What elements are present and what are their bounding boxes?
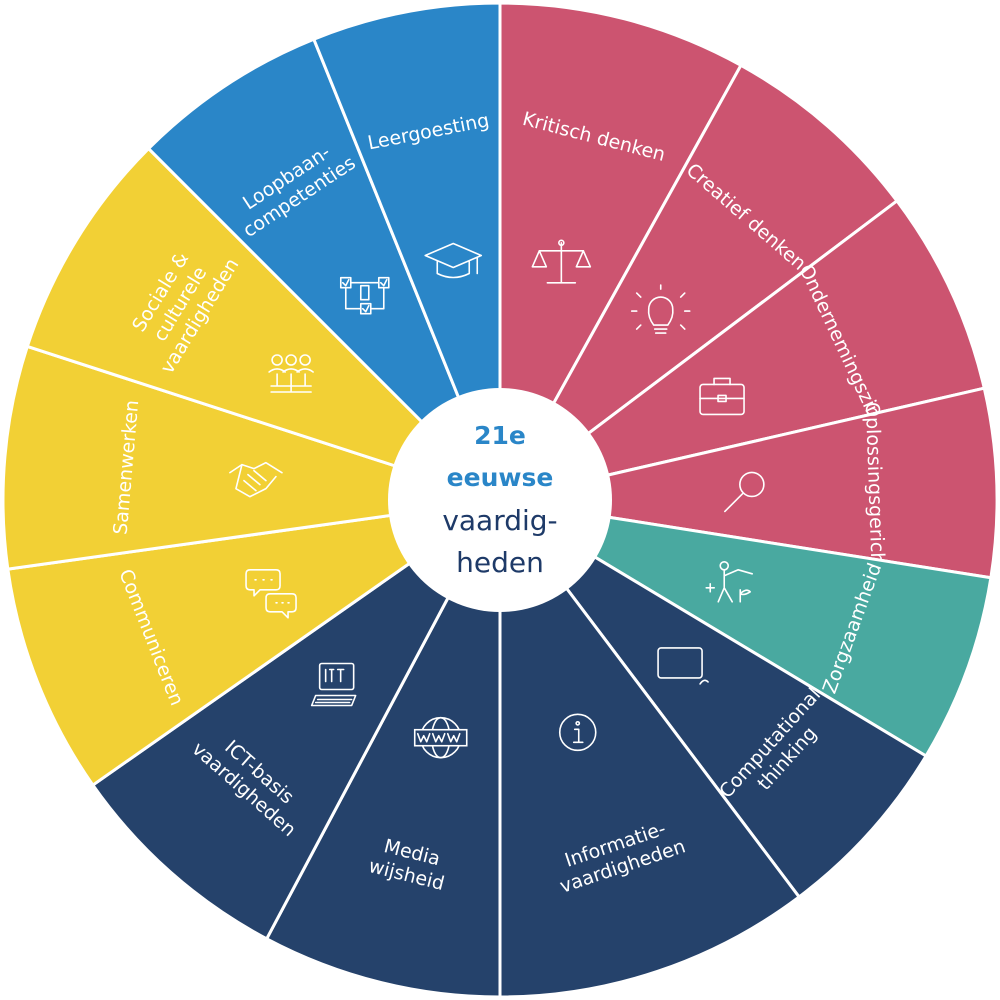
segment-ict-basisvaardigheden: ICT-basisvaardigheden bbox=[90, 561, 451, 941]
segment-zorgzaamheid: Zorgzaamheid bbox=[592, 515, 993, 759]
graduation-cap-icon bbox=[424, 242, 483, 279]
segment-leergoesting: Leergoesting bbox=[311, 1, 502, 400]
center-line-4: heden bbox=[456, 546, 544, 579]
chat-bubbles-icon bbox=[245, 568, 297, 619]
center-line-3: vaardig- bbox=[442, 504, 557, 537]
segment-ondernemingszin: Ondernemingszin bbox=[585, 198, 987, 478]
handshake-icon bbox=[229, 461, 283, 498]
segment-computational-thinking: Computationalthinking bbox=[564, 554, 929, 900]
info-icon bbox=[558, 713, 597, 752]
segment-oplossingsgericht: Oplossingsgericht bbox=[605, 386, 999, 580]
briefcase-icon bbox=[699, 377, 745, 416]
segment-mediawijsheid: Mediawijsheid bbox=[264, 595, 502, 999]
flowchart-icon bbox=[339, 276, 390, 315]
magnifier-icon bbox=[724, 471, 765, 513]
segment-informatievaardigheden: Informatie-vaardigheden bbox=[498, 585, 802, 999]
segment-sociale-culturele-vaardigheden: Sociale &culturelevaardigheden bbox=[25, 146, 425, 468]
segment-samenwerken: Samenwerken bbox=[1, 344, 398, 571]
www-globe-icon bbox=[413, 716, 468, 759]
center-label: 21e eeuwse vaardig- heden bbox=[388, 388, 612, 612]
center-line-2: eeuwse bbox=[447, 463, 554, 492]
center-circle bbox=[388, 388, 612, 612]
tablet-icon bbox=[657, 647, 709, 685]
computer-icon bbox=[310, 662, 357, 707]
lightbulb-icon bbox=[630, 284, 691, 334]
scales-icon bbox=[531, 239, 592, 284]
center-line-1: 21e bbox=[474, 421, 526, 450]
care-icon bbox=[705, 560, 754, 603]
people-network-icon bbox=[268, 354, 314, 393]
